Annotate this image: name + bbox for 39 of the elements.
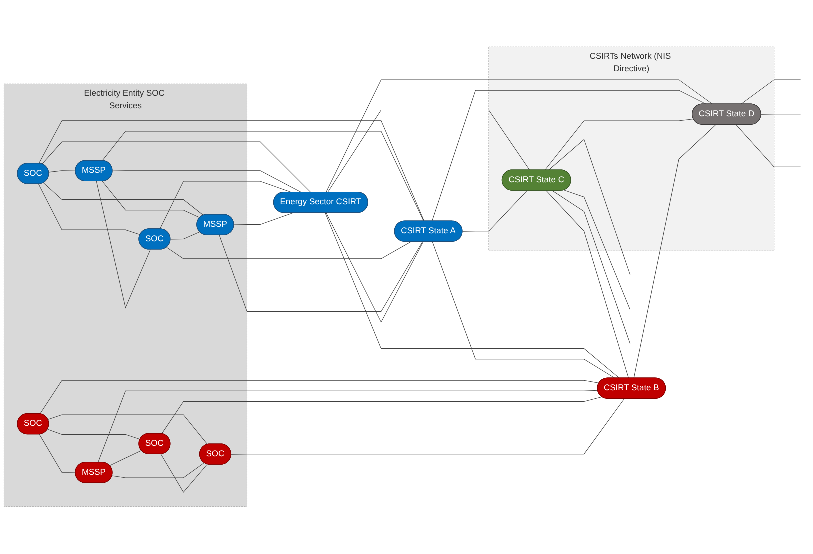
- connector: [39, 434, 76, 474]
- connector: [325, 212, 620, 379]
- connector: [47, 429, 141, 440]
- connector: [552, 190, 631, 344]
- connector: [98, 390, 598, 463]
- connector: [43, 182, 204, 216]
- connector: [166, 242, 412, 260]
- connector: [42, 142, 312, 193]
- connector: [112, 462, 205, 478]
- connector: [432, 242, 616, 379]
- connector: [40, 380, 600, 414]
- connector: [548, 139, 631, 276]
- connector: [741, 80, 802, 105]
- connector: [462, 190, 528, 232]
- connector: [564, 190, 630, 310]
- connector: [48, 414, 208, 445]
- connector: [326, 80, 713, 193]
- connector: [38, 120, 425, 222]
- connector: [160, 181, 292, 230]
- connector: [48, 170, 76, 173]
- connector: [162, 396, 602, 434]
- connector: [102, 131, 424, 222]
- connector: [112, 170, 302, 193]
- connector: [736, 124, 802, 168]
- connector: [544, 119, 694, 170]
- connector: [546, 190, 630, 379]
- connector: [761, 114, 802, 115]
- connector: [231, 398, 625, 455]
- connector: [102, 181, 200, 218]
- connector: [219, 235, 423, 312]
- connector: [38, 184, 141, 236]
- connector: [96, 181, 151, 309]
- connector: [110, 450, 142, 466]
- connector: [326, 212, 424, 323]
- connector: [170, 232, 200, 240]
- connector: [234, 212, 294, 226]
- connector: [432, 90, 707, 222]
- connector: [328, 110, 530, 193]
- connector: [634, 124, 716, 379]
